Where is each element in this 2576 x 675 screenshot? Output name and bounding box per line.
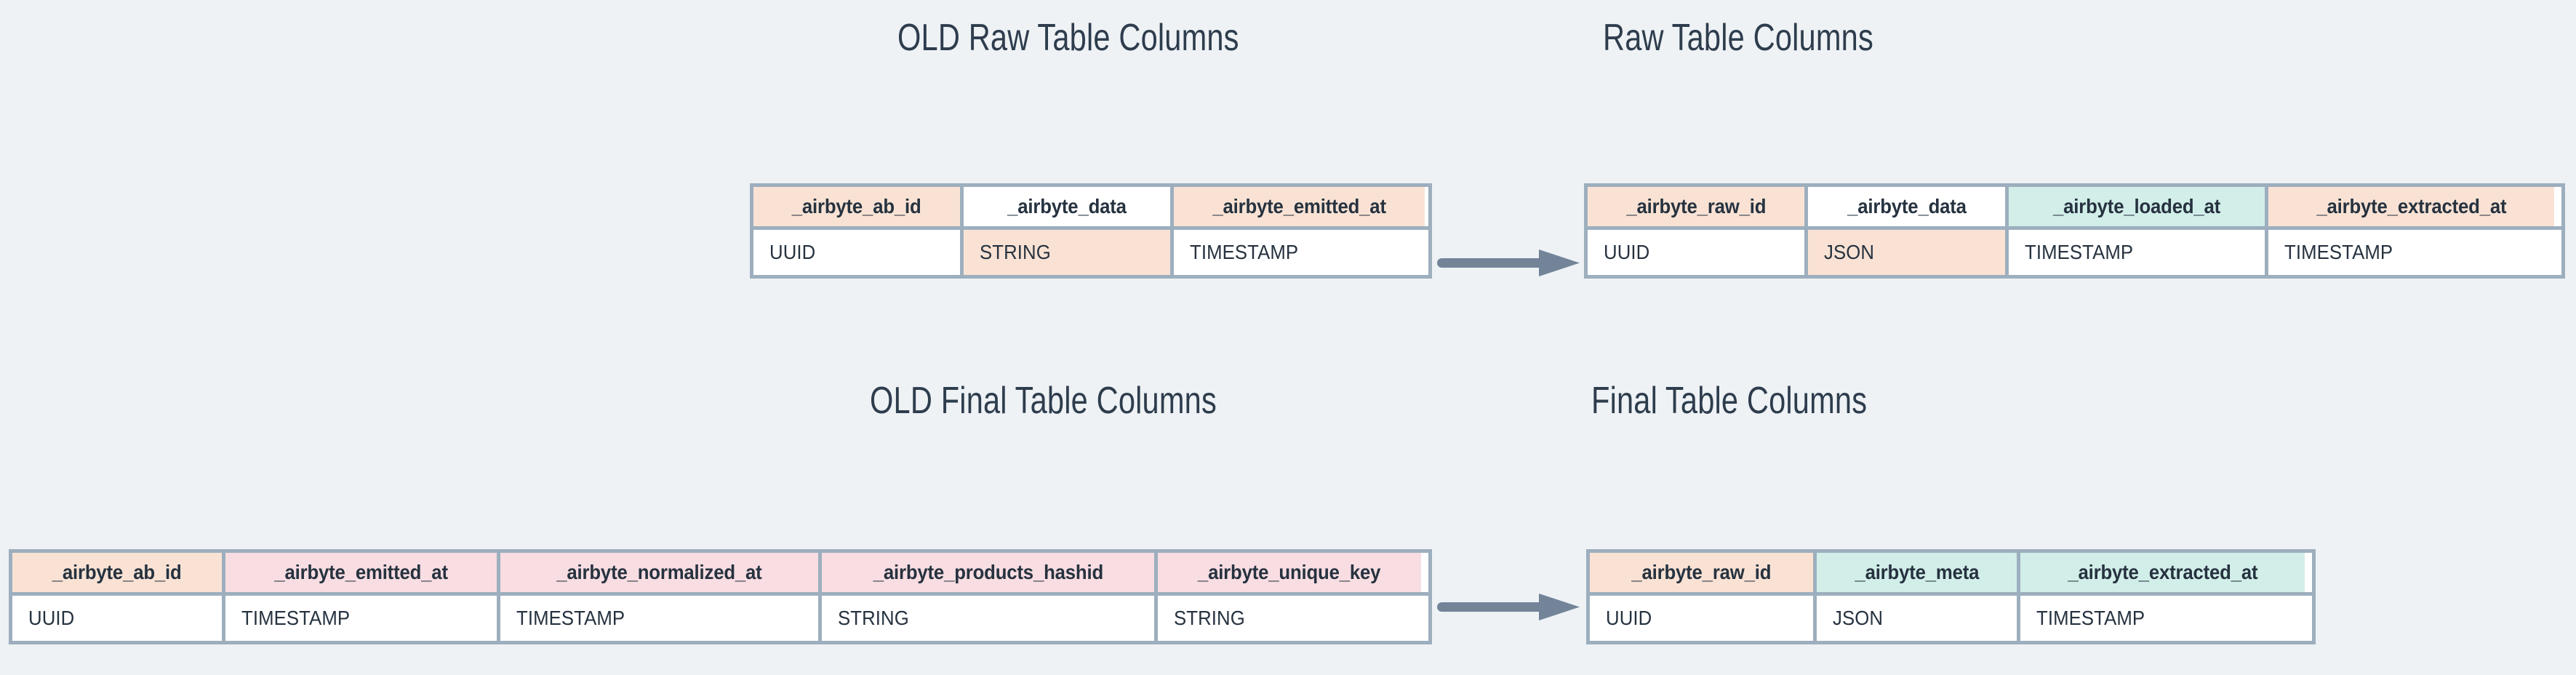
old-final-header-cell-4: _airbyte_unique_key bbox=[1154, 553, 1421, 592]
column-type: JSON bbox=[1833, 607, 1884, 629]
column-type: STRING bbox=[838, 607, 909, 629]
old-raw-table: _airbyte_ab_id _airbyte_data _airbyte_em… bbox=[750, 183, 1432, 279]
new-final-table-type-row: UUID JSON TIMESTAMP bbox=[1590, 592, 2312, 641]
old-raw-table-type-row: UUID STRING TIMESTAMP bbox=[753, 226, 1428, 275]
new-final-table-header-row: _airbyte_raw_id _airbyte_meta _airbyte_e… bbox=[1590, 553, 2312, 592]
column-type: STRING bbox=[1174, 607, 1245, 629]
column-type: TIMESTAMP bbox=[2036, 607, 2145, 629]
column-type: JSON bbox=[1824, 241, 1875, 263]
column-name: _airbyte_raw_id bbox=[1631, 561, 1772, 583]
old-raw-type-cell-2: TIMESTAMP bbox=[1170, 230, 1425, 275]
column-type: STRING bbox=[980, 241, 1051, 263]
old-final-header-cell-3: _airbyte_products_hashid bbox=[818, 553, 1154, 592]
column-name: _airbyte_unique_key bbox=[1198, 561, 1381, 583]
old-final-table-type-row: UUID TIMESTAMP TIMESTAMP STRING STRING bbox=[12, 592, 1428, 641]
new-final-table-title: Final Table Columns bbox=[1591, 380, 1868, 422]
column-name: _airbyte_normalized_at bbox=[556, 561, 762, 583]
old-final-header-cell-1: _airbyte_emitted_at bbox=[222, 553, 497, 592]
column-name: _airbyte_extracted_at bbox=[2067, 561, 2258, 583]
arrow-shaft bbox=[1437, 602, 1545, 612]
final-transition-arrow bbox=[1437, 594, 1580, 620]
column-name: _airbyte_ab_id bbox=[52, 561, 182, 583]
old-raw-table-header-row: _airbyte_ab_id _airbyte_data _airbyte_em… bbox=[753, 187, 1428, 226]
old-raw-type-cell-1: STRING bbox=[960, 230, 1170, 275]
old-raw-header-cell-1: _airbyte_data bbox=[960, 187, 1170, 226]
column-name: _airbyte_loaded_at bbox=[2052, 195, 2221, 217]
new-final-header-cell-2: _airbyte_extracted_at bbox=[2017, 553, 2305, 592]
new-final-header-cell-1: _airbyte_meta bbox=[1813, 553, 2017, 592]
old-final-type-cell-3: STRING bbox=[818, 596, 1154, 641]
old-raw-type-cell-0: UUID bbox=[753, 230, 960, 275]
new-final-type-cell-0: UUID bbox=[1590, 596, 1813, 641]
new-raw-type-cell-3: TIMESTAMP bbox=[2265, 230, 2554, 275]
old-final-table-header-row: _airbyte_ab_id _airbyte_emitted_at _airb… bbox=[12, 553, 1428, 592]
arrow-head bbox=[1539, 594, 1580, 620]
old-final-type-cell-1: TIMESTAMP bbox=[222, 596, 497, 641]
new-raw-table-type-row: UUID JSON TIMESTAMP TIMESTAMP bbox=[1588, 226, 2561, 275]
column-name: _airbyte_products_hashid bbox=[873, 561, 1103, 583]
column-name: _airbyte_data bbox=[1847, 195, 1967, 217]
old-final-header-cell-0: _airbyte_ab_id bbox=[12, 553, 222, 592]
old-raw-table-title: OLD Raw Table Columns bbox=[897, 17, 1239, 59]
column-name: _airbyte_emitted_at bbox=[1212, 195, 1386, 217]
new-raw-type-cell-0: UUID bbox=[1588, 230, 1804, 275]
new-raw-header-cell-0: _airbyte_raw_id bbox=[1588, 187, 1804, 226]
column-name: _airbyte_raw_id bbox=[1626, 195, 1766, 217]
column-type: UUID bbox=[769, 241, 816, 263]
arrow-shaft bbox=[1437, 258, 1545, 268]
new-raw-type-cell-2: TIMESTAMP bbox=[2005, 230, 2265, 275]
column-type: TIMESTAMP bbox=[241, 607, 351, 629]
column-name: _airbyte_ab_id bbox=[792, 195, 921, 217]
new-final-table: _airbyte_raw_id _airbyte_meta _airbyte_e… bbox=[1586, 549, 2316, 644]
old-final-type-cell-4: STRING bbox=[1154, 596, 1421, 641]
column-type: TIMESTAMP bbox=[516, 607, 625, 629]
column-name: _airbyte_emitted_at bbox=[274, 561, 448, 583]
raw-transition-arrow bbox=[1437, 249, 1580, 276]
new-final-header-cell-0: _airbyte_raw_id bbox=[1590, 553, 1813, 592]
new-raw-header-cell-3: _airbyte_extracted_at bbox=[2265, 187, 2554, 226]
column-type: TIMESTAMP bbox=[2025, 241, 2134, 263]
new-raw-table: _airbyte_raw_id _airbyte_data _airbyte_l… bbox=[1584, 183, 2565, 279]
old-raw-header-cell-0: _airbyte_ab_id bbox=[753, 187, 960, 226]
new-raw-type-cell-1: JSON bbox=[1804, 230, 2005, 275]
old-final-table-title: OLD Final Table Columns bbox=[870, 380, 1217, 422]
column-type: TIMESTAMP bbox=[1190, 241, 1299, 263]
new-raw-table-header-row: _airbyte_raw_id _airbyte_data _airbyte_l… bbox=[1588, 187, 2561, 226]
column-name: _airbyte_data bbox=[1007, 195, 1127, 217]
old-final-type-cell-0: UUID bbox=[12, 596, 222, 641]
new-final-type-cell-1: JSON bbox=[1813, 596, 2017, 641]
column-name: _airbyte_extracted_at bbox=[2316, 195, 2507, 217]
new-raw-table-title: Raw Table Columns bbox=[1603, 17, 1873, 59]
column-type: UUID bbox=[1606, 607, 1652, 629]
column-type: UUID bbox=[1604, 241, 1650, 263]
new-raw-header-cell-1: _airbyte_data bbox=[1804, 187, 2005, 226]
new-raw-header-cell-2: _airbyte_loaded_at bbox=[2005, 187, 2265, 226]
old-final-table: _airbyte_ab_id _airbyte_emitted_at _airb… bbox=[9, 549, 1432, 644]
arrow-head bbox=[1539, 249, 1580, 276]
column-type: UUID bbox=[28, 607, 75, 629]
column-name: _airbyte_meta bbox=[1855, 561, 1979, 583]
new-final-type-cell-2: TIMESTAMP bbox=[2017, 596, 2305, 641]
old-raw-header-cell-2: _airbyte_emitted_at bbox=[1170, 187, 1425, 226]
old-final-type-cell-2: TIMESTAMP bbox=[497, 596, 818, 641]
old-final-header-cell-2: _airbyte_normalized_at bbox=[497, 553, 818, 592]
column-type: TIMESTAMP bbox=[2284, 241, 2393, 263]
